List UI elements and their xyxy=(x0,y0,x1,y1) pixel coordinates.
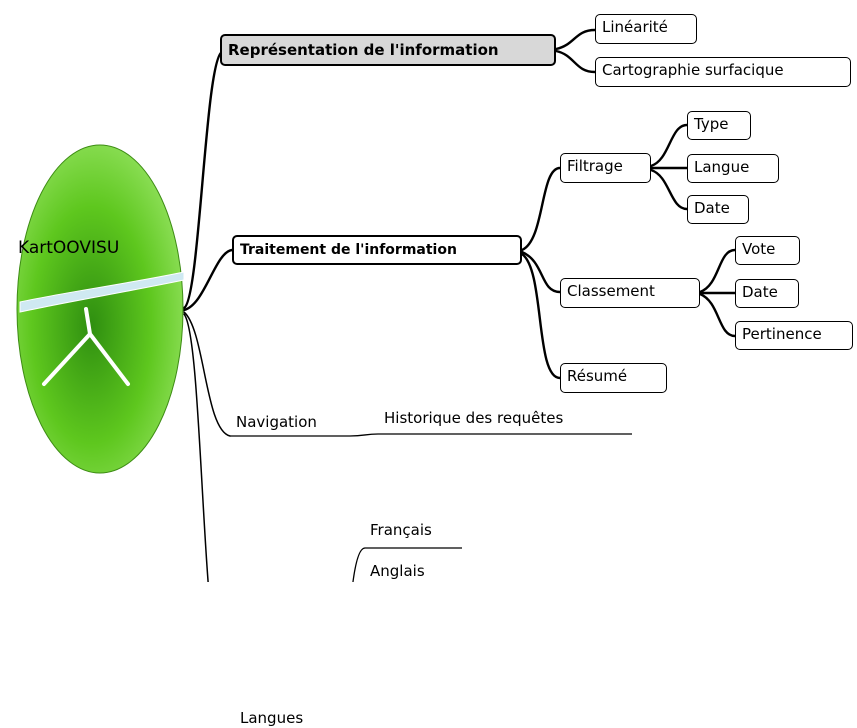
node-navigation[interactable]: Navigation xyxy=(236,413,317,431)
node-classement[interactable]: Classement xyxy=(560,278,700,308)
node-francais[interactable]: Français xyxy=(370,521,432,539)
node-representation[interactable]: Représentation de l'information xyxy=(220,34,556,66)
node-cartographie-surfacique[interactable]: Cartographie surfacique xyxy=(595,57,851,87)
node-classement-date[interactable]: Date xyxy=(735,279,799,308)
node-filtrage-date[interactable]: Date xyxy=(687,195,749,224)
node-linearite[interactable]: Linéarité xyxy=(595,14,697,44)
node-type[interactable]: Type xyxy=(687,111,751,140)
node-traitement[interactable]: Traitement de l'information xyxy=(232,235,522,265)
node-vote[interactable]: Vote xyxy=(735,236,800,265)
root-ellipse xyxy=(16,144,184,474)
root-label: KartOOVISU xyxy=(18,238,120,258)
node-historique-des-requetes[interactable]: Historique des requêtes xyxy=(384,409,564,427)
node-langues[interactable]: Langues xyxy=(240,709,304,727)
node-resume[interactable]: Résumé xyxy=(560,363,667,393)
connector-lines xyxy=(182,28,737,582)
root-node[interactable] xyxy=(16,144,184,474)
root-figure xyxy=(42,307,130,386)
node-langue[interactable]: Langue xyxy=(687,154,779,183)
root-bar xyxy=(19,271,184,313)
node-pertinence[interactable]: Pertinence xyxy=(735,321,853,350)
node-anglais[interactable]: Anglais xyxy=(370,562,425,580)
node-filtrage[interactable]: Filtrage xyxy=(560,153,651,183)
